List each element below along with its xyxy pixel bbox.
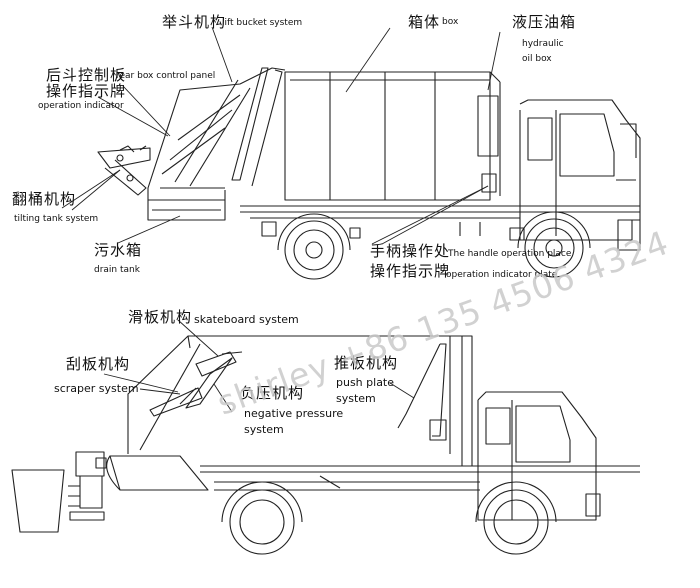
- skateboard-label-en: skateboard system: [194, 313, 299, 326]
- rear-panel-label-zh: 后斗控制板: [46, 66, 127, 84]
- oil-box-label-zh: 液压油箱: [512, 13, 577, 31]
- box-label-en: box: [442, 17, 459, 27]
- oil-box-label-en-1: hydraulic: [522, 39, 564, 49]
- tilting-tank-label-zh: 翻桶机构: [12, 190, 77, 208]
- bottom-truck-drawing: [11, 335, 640, 555]
- drain-tank-label-en: drain tank: [94, 265, 140, 275]
- negative-pressure-label-zh: 负压机构: [240, 384, 305, 402]
- push-plate-label-zh: 推板机构: [334, 354, 399, 372]
- indicator-plate-label-zh: 操作指示牌: [370, 262, 451, 280]
- handle-operation-label-zh: 手柄操作处: [370, 242, 451, 260]
- push-plate-label-en-2: system: [336, 392, 376, 405]
- box-label-zh: 箱体: [408, 13, 441, 31]
- indicator-plate-label-en: operation indicator plate: [446, 270, 558, 280]
- leader-lines: [61, 26, 501, 413]
- push-plate-label-en-1: push plate: [336, 376, 395, 389]
- rear-panel-label-en: rear box control panel: [116, 71, 216, 81]
- negative-pressure-label-en-1: negative pressure: [244, 407, 344, 420]
- tilting-tank-label-en: tilting tank system: [14, 214, 99, 224]
- operation-indicator-label-en: operation indicator: [38, 101, 124, 111]
- scraper-label-zh: 刮板机构: [66, 355, 131, 373]
- drain-tank-label-zh: 污水箱: [94, 241, 143, 259]
- operation-indicator-label-zh: 操作指示牌: [46, 82, 127, 100]
- top-truck-drawing: [97, 67, 641, 280]
- lift-bucket-label-en: lift bucket system: [222, 18, 303, 28]
- oil-box-label-en-2: oil box: [522, 54, 552, 64]
- skateboard-label-zh: 滑板机构: [128, 308, 193, 326]
- handle-operation-label-en: The handle operation place: [448, 249, 572, 259]
- lift-bucket-label-zh: 举斗机构: [162, 13, 227, 31]
- negative-pressure-label-en-2: system: [244, 423, 284, 436]
- scraper-label-en: scraper system: [54, 382, 139, 395]
